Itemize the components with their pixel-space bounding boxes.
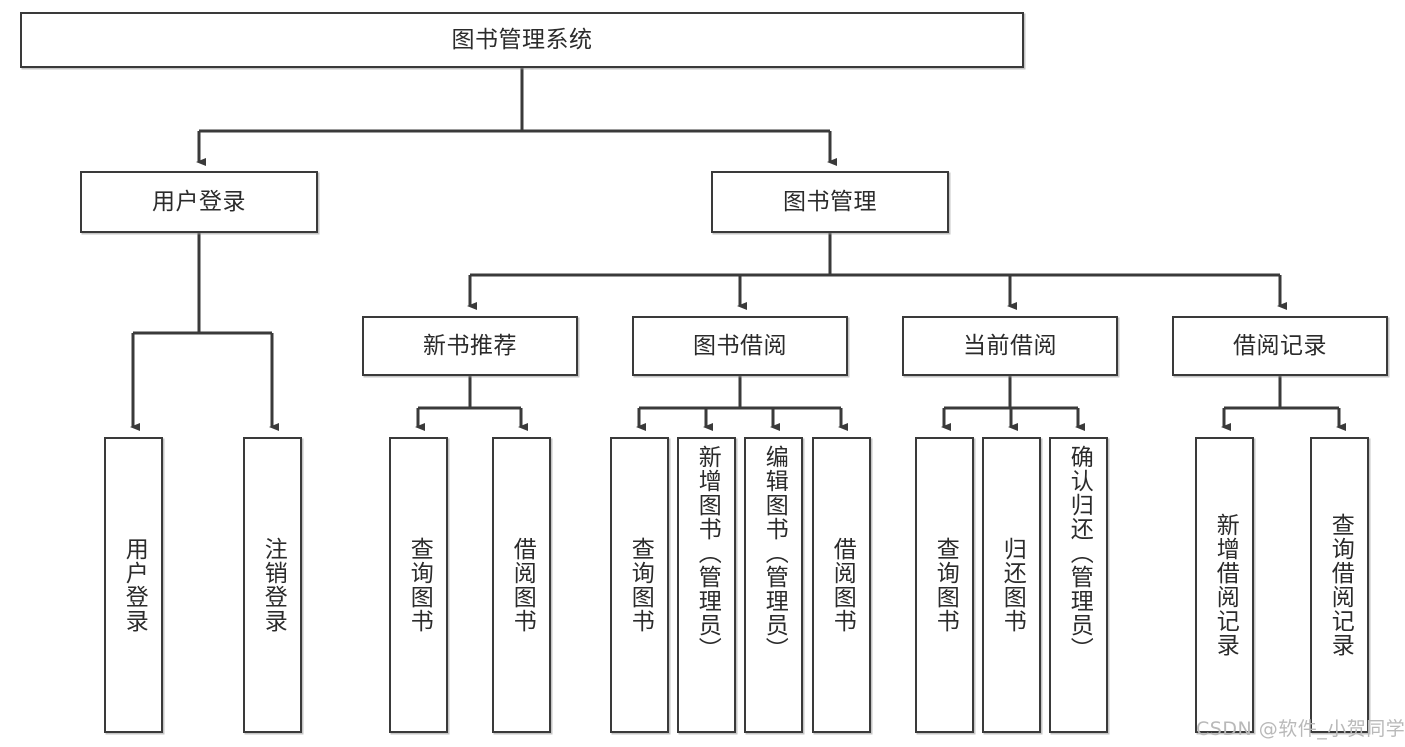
node-label: 注销登录: [260, 537, 287, 633]
node-label: 归还图书: [999, 537, 1026, 633]
node-label: 编辑图书（管理员）: [761, 445, 788, 661]
node-current-borrow[interactable]: 当前借阅: [902, 316, 1118, 376]
node-label: 查询图书: [932, 537, 959, 633]
node-label: 当前借阅: [963, 332, 1057, 359]
node-label: 用户登录: [152, 188, 246, 215]
node-label: 借阅图书: [829, 537, 856, 633]
node-label: 新增图书（管理员）: [694, 445, 721, 661]
node-label: 图书借阅: [693, 332, 787, 359]
leaf-borrow-add-book-admin[interactable]: 新增图书（管理员）: [677, 437, 736, 733]
node-label: 查询图书: [627, 537, 654, 633]
leaf-recommend-query-book[interactable]: 查询图书: [389, 437, 448, 733]
node-new-book-recommend[interactable]: 新书推荐: [362, 316, 578, 376]
leaf-current-query-book[interactable]: 查询图书: [915, 437, 974, 733]
leaf-user-login[interactable]: 用户登录: [104, 437, 163, 733]
node-label: 借阅记录: [1233, 332, 1327, 359]
node-label: 查询图书: [406, 537, 433, 633]
leaf-borrow-query-book[interactable]: 查询图书: [610, 437, 669, 733]
node-label: 确认归还（管理员）: [1066, 445, 1093, 661]
node-book-borrow[interactable]: 图书借阅: [632, 316, 848, 376]
leaf-borrow-edit-book-admin[interactable]: 编辑图书（管理员）: [744, 437, 803, 733]
node-book-management[interactable]: 图书管理: [711, 171, 949, 233]
node-label: 新书推荐: [423, 332, 517, 359]
node-label: 借阅图书: [509, 537, 536, 633]
leaf-record-query-record[interactable]: 查询借阅记录: [1310, 437, 1369, 733]
leaf-user-logout[interactable]: 注销登录: [243, 437, 302, 733]
node-label: 图书管理: [783, 188, 877, 215]
node-user-login[interactable]: 用户登录: [80, 171, 318, 233]
leaf-current-confirm-return-admin[interactable]: 确认归还（管理员）: [1049, 437, 1108, 733]
leaf-recommend-borrow-book[interactable]: 借阅图书: [492, 437, 551, 733]
node-label: 新增借阅记录: [1212, 513, 1239, 657]
leaf-record-add-record[interactable]: 新增借阅记录: [1195, 437, 1254, 733]
node-label: 查询借阅记录: [1327, 513, 1354, 657]
node-label: 用户登录: [121, 537, 148, 633]
leaf-borrow-borrow-book[interactable]: 借阅图书: [812, 437, 871, 733]
node-label: 图书管理系统: [451, 26, 593, 53]
leaf-current-return-book[interactable]: 归还图书: [982, 437, 1041, 733]
node-root-system[interactable]: 图书管理系统: [20, 12, 1024, 68]
node-borrow-record[interactable]: 借阅记录: [1172, 316, 1388, 376]
watermark-text: CSDN @软件_小贺同学: [1196, 718, 1405, 740]
